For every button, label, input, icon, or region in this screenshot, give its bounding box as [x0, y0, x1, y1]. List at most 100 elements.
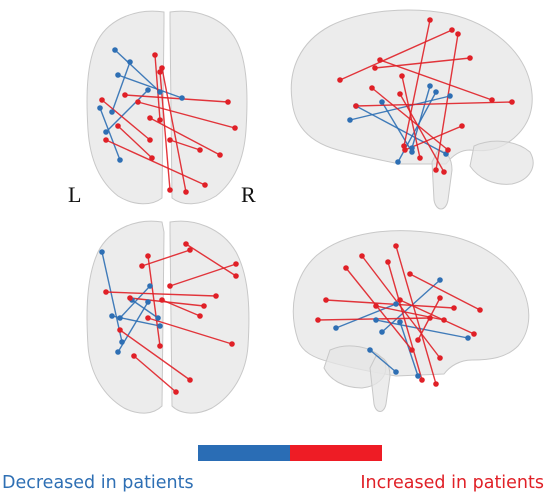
sagittal-top-cerebellum — [469, 140, 534, 185]
decreased-node — [97, 105, 103, 111]
decreased-node — [367, 347, 373, 353]
increased-connection-edge — [435, 33, 459, 171]
increased-node — [509, 99, 515, 105]
increased-node — [187, 247, 193, 253]
axial-top-brain — [86, 10, 248, 205]
increased-connection-edge — [185, 243, 237, 277]
increased-connection-edge — [147, 317, 233, 345]
increased-connection-edge — [371, 87, 449, 151]
increased-node — [167, 283, 173, 289]
decreased-node — [379, 99, 385, 105]
decreased-connection-edge — [101, 251, 123, 343]
increased-connection-edge — [395, 245, 437, 385]
increased-node — [197, 313, 203, 319]
increased-node — [399, 73, 405, 79]
color-legend-bar — [198, 445, 382, 461]
decreased-node — [109, 109, 115, 115]
increased-node — [127, 295, 133, 301]
increased-node — [99, 97, 105, 103]
increased-node — [427, 315, 433, 321]
increased-node — [157, 69, 163, 75]
increased-node — [139, 263, 145, 269]
increased-node — [343, 265, 349, 271]
increased-connection-edge — [169, 139, 201, 151]
increased-node — [197, 147, 203, 153]
increased-node — [232, 125, 238, 131]
decreased-node — [393, 369, 399, 375]
decreased-node — [115, 72, 121, 78]
sagittal-top-brainstem — [431, 149, 453, 210]
increased-node — [183, 241, 189, 247]
decreased-node — [447, 93, 453, 99]
increased-connection-edge — [339, 29, 453, 81]
increased-node — [372, 65, 378, 71]
increased-connection-edge — [105, 291, 217, 297]
increased-connection-edge — [345, 267, 413, 351]
increased-node — [157, 343, 163, 349]
decreased-node — [433, 89, 439, 95]
increased-connection-edge — [117, 125, 153, 159]
increased-node — [152, 52, 158, 58]
increased-node — [437, 295, 443, 301]
increased-node — [401, 143, 407, 149]
increased-node — [117, 327, 123, 333]
increased-node — [437, 355, 443, 361]
increased-connection-edge — [169, 263, 237, 287]
increased-node — [397, 297, 403, 303]
decreased-node — [147, 283, 153, 289]
increased-node — [147, 137, 153, 143]
increased-node — [135, 99, 141, 105]
legend-increased-label: Increased in patients — [360, 473, 544, 493]
increased-connection-edge — [154, 54, 161, 121]
increased-node — [115, 123, 121, 129]
legend-decreased-label: Decreased in patients — [2, 473, 194, 493]
increased-node — [441, 169, 447, 175]
decreased-node — [112, 47, 118, 53]
increased-node — [122, 92, 128, 98]
left-hemisphere-label: L — [68, 182, 82, 207]
decreased-node — [395, 159, 401, 165]
decreased-node — [409, 149, 415, 155]
color-legend-decreased-swatch — [198, 445, 290, 461]
increased-node — [369, 85, 375, 91]
increased-connection-edge — [133, 355, 177, 393]
increased-node — [445, 147, 451, 153]
decreased-connection-edge — [117, 74, 183, 99]
decreased-node — [117, 315, 123, 321]
decreased-node — [127, 59, 133, 65]
increased-node — [471, 331, 477, 337]
increased-node — [159, 297, 165, 303]
increased-node — [233, 273, 239, 279]
increased-connection-edge — [399, 93, 445, 173]
increased-node — [373, 303, 379, 309]
decreased-connection-edge — [111, 61, 131, 113]
increased-node — [477, 307, 483, 313]
decreased-connection-edge — [399, 321, 419, 377]
increased-node — [217, 152, 223, 158]
right-hemisphere-label: R — [241, 182, 256, 207]
increased-connection-edge — [387, 261, 423, 381]
increased-node — [167, 137, 173, 143]
increased-node — [149, 155, 155, 161]
increased-node — [157, 117, 163, 123]
decreased-node — [179, 95, 185, 101]
increased-connection-edge — [119, 329, 191, 381]
decreased-node — [427, 83, 433, 89]
decreased-node — [409, 145, 415, 151]
increased-connection-edge — [379, 59, 493, 101]
increased-node — [173, 389, 179, 395]
increased-connection-edge — [137, 101, 236, 129]
increased-connection-edge — [409, 273, 481, 311]
increased-node — [131, 353, 137, 359]
decreased-connection-edge — [349, 95, 451, 121]
decreased-node — [415, 373, 421, 379]
decreased-node — [379, 329, 385, 335]
decreased-node — [437, 277, 443, 283]
increased-connection-edge — [355, 101, 513, 107]
axial-bottom-left-hemisphere — [86, 220, 165, 414]
increased-node — [103, 289, 109, 295]
decreased-node — [119, 339, 125, 345]
increased-node — [419, 377, 425, 383]
increased-connection-edge — [101, 99, 151, 141]
